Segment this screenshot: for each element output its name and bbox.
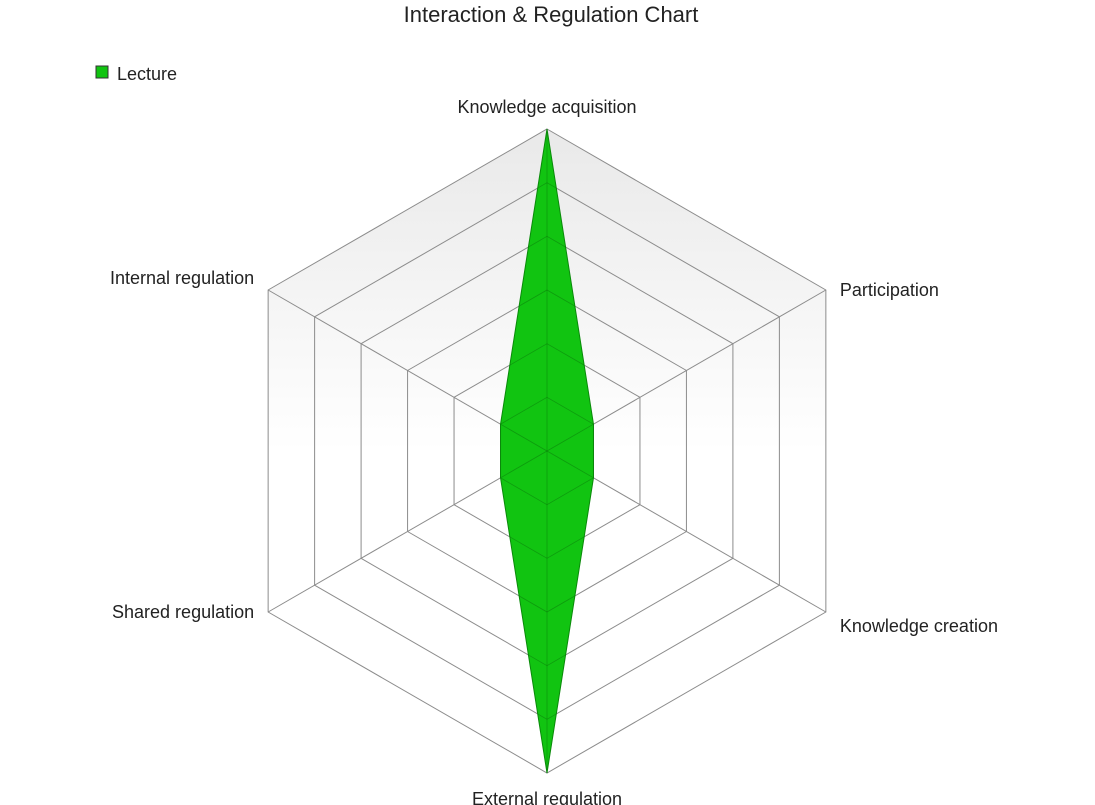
- axis-label-knowledge-creation: Knowledge creation: [840, 616, 998, 636]
- axis-label-internal-regulation: Internal regulation: [110, 268, 254, 288]
- legend-label-lecture: Lecture: [117, 64, 177, 84]
- axis-label-participation: Participation: [840, 280, 939, 300]
- axis-label-external-regulation: External regulation: [472, 789, 622, 805]
- chart-title: Interaction & Regulation Chart: [404, 2, 699, 27]
- radar-series: [500, 128, 594, 774]
- axis-label-shared-regulation: Shared regulation: [112, 602, 254, 622]
- axis-label-knowledge-acquisition: Knowledge acquisition: [457, 97, 636, 117]
- axis-labels: Knowledge acquisitionParticipationKnowle…: [110, 97, 998, 805]
- legend: Lecture: [95, 64, 177, 84]
- legend-swatch-lecture: [95, 65, 109, 79]
